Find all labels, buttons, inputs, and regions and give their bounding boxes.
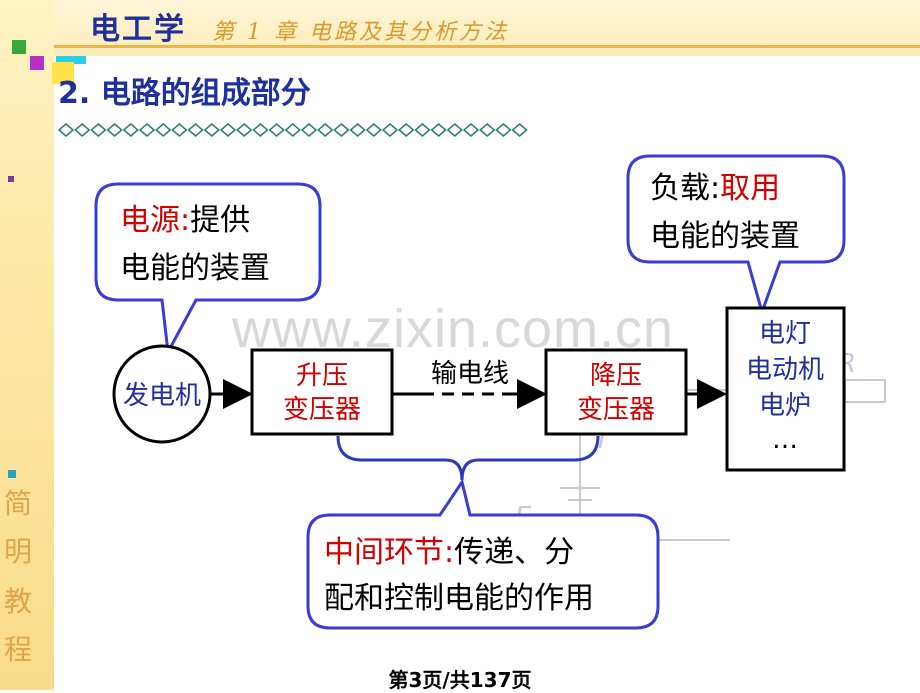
chapter-title: 第 1 章 电路及其分析方法 [212, 20, 509, 45]
decor-square-yellow [52, 62, 74, 84]
diamond-mark [284, 123, 301, 137]
transmission-line-label: 输电线 [431, 359, 509, 389]
diamond-mark [155, 123, 172, 137]
stepup-line1: 升压 [296, 361, 348, 391]
left-decor-bar [0, 0, 54, 690]
diamond-mark [511, 123, 528, 137]
diamond-mark [365, 123, 382, 137]
generator-label: 发电机 [123, 381, 201, 411]
diamond-mark [381, 123, 399, 137]
diamond-mark [57, 123, 75, 137]
diamond-mark [90, 123, 107, 137]
diamond-mark [252, 123, 269, 137]
load-term: 负载: [650, 171, 720, 206]
load-callout-bubble [626, 154, 846, 317]
source-callout-bubble [94, 182, 322, 357]
header-divider [54, 45, 920, 48]
sidebar-char-3: 教 [4, 585, 33, 618]
diamond-mark [317, 123, 334, 137]
load-def-1: 取用 [720, 171, 780, 206]
course-title: 电工学 [90, 12, 186, 47]
svg-text:电源:提供: 电源:提供 [120, 203, 250, 238]
diamond-mark [187, 123, 204, 137]
middle-def-1: 传递、分 [454, 535, 574, 570]
diamond-mark [74, 123, 91, 137]
load-def-2: 电能的装置 [650, 219, 800, 254]
diamond-mark [203, 123, 220, 137]
svg-text:负载:取用: 负载:取用 [650, 171, 780, 206]
diamond-mark [219, 123, 237, 137]
stepdown-line2: 变压器 [577, 395, 655, 425]
sidebar-char-2: 明 [4, 535, 33, 568]
diamond-mark [122, 123, 139, 137]
middle-term: 中间环节: [324, 535, 454, 570]
sidebar-char-1: 简 [4, 487, 33, 520]
middle-brace [336, 435, 600, 481]
diamond-mark [138, 123, 156, 137]
diamond-mark [462, 123, 480, 137]
page-indicator: 第3页/共137页 [388, 668, 532, 692]
stepup-line2: 变压器 [283, 395, 361, 425]
load-item-2: 电动机 [746, 355, 824, 385]
load-item-4: … [772, 425, 798, 455]
svg-text:I: I [598, 425, 606, 455]
decor-square-purple [30, 56, 44, 70]
diamond-mark [479, 123, 496, 137]
source-def-1: 提供 [190, 203, 250, 238]
svg-text:中间环节:传递、分: 中间环节:传递、分 [324, 535, 574, 570]
loads-box [725, 306, 846, 472]
diamond-mark [171, 123, 188, 137]
stepdown-transformer-box [544, 348, 688, 436]
source-def-2: 电能的装置 [120, 251, 270, 286]
diamond-mark [446, 123, 463, 137]
diamond-mark [398, 123, 415, 137]
diamond-mark [236, 123, 253, 137]
diamond-mark [430, 123, 447, 137]
decor-square-green [12, 40, 26, 54]
diamond-mark [495, 123, 512, 137]
diamond-mark [349, 123, 366, 137]
decor-dot-sidebar [8, 470, 16, 478]
diamond-mark [106, 123, 123, 137]
stepup-transformer-box [250, 348, 394, 436]
section-title: 2. 电路的组成部分 [58, 76, 311, 111]
load-item-1: 电灯 [759, 319, 811, 349]
stepdown-line1: 降压 [590, 361, 642, 391]
middle-def-2: 配和控制电能的作用 [324, 581, 594, 616]
decor-dot-small [8, 176, 14, 182]
diamond-mark [414, 123, 431, 137]
sidebar-char-4: 程 [4, 633, 33, 666]
diamond-mark [333, 123, 350, 137]
diamond-mark [268, 123, 285, 137]
middle-callout-bubble [306, 478, 660, 630]
diamond-mark [300, 123, 318, 137]
load-item-3: 电炉 [759, 391, 811, 421]
diamond-divider [57, 123, 528, 137]
source-term: 电源: [120, 203, 190, 238]
